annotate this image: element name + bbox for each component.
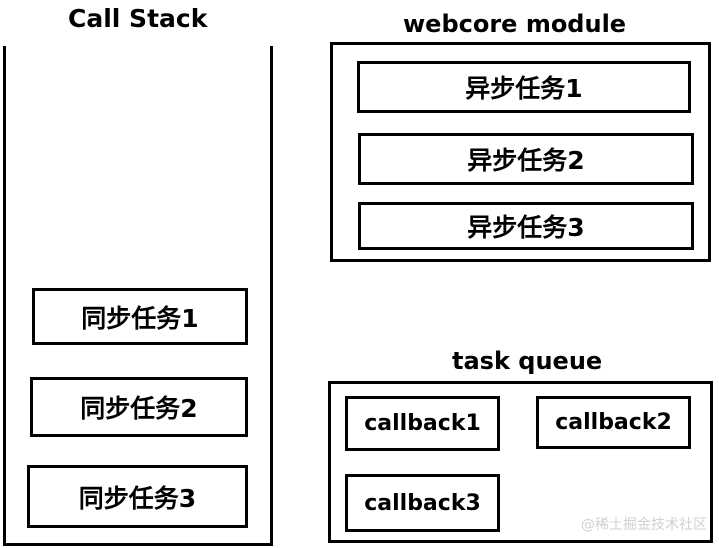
call-stack-title: Call Stack: [68, 4, 208, 33]
webcore-title: webcore module: [403, 10, 627, 38]
call-stack-item-2: 同步任务2: [30, 377, 248, 437]
webcore-item-3: 异步任务3: [358, 202, 694, 250]
call-stack-container: [3, 46, 273, 546]
task-queue-title: task queue: [452, 347, 603, 375]
call-stack-item-1: 同步任务1: [32, 288, 248, 345]
watermark-text: @稀土掘金技术社区: [581, 517, 707, 533]
call-stack-item-3: 同步任务3: [27, 465, 248, 528]
webcore-item-2: 异步任务2: [358, 133, 694, 185]
task-queue-item-1: callback1: [345, 396, 500, 451]
task-queue-item-3: callback3: [345, 474, 500, 532]
webcore-item-1: 异步任务1: [357, 61, 691, 113]
task-queue-item-2: callback2: [536, 396, 691, 449]
task-queue-container: [328, 381, 713, 543]
webcore-container: [330, 42, 711, 262]
